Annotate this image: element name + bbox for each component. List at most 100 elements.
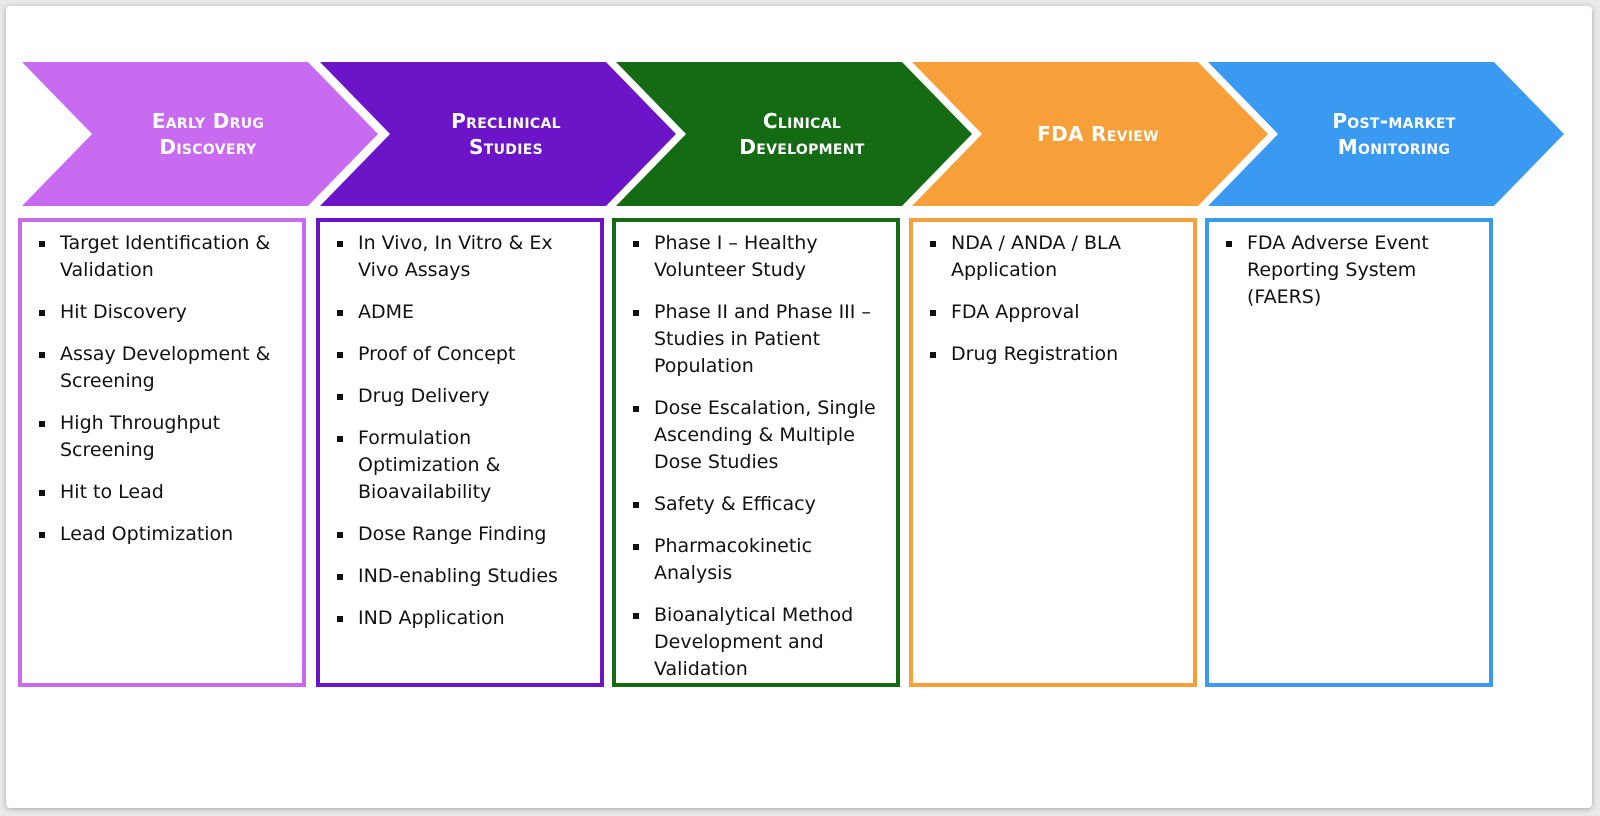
- square-bullet-icon: [337, 394, 343, 400]
- square-bullet-icon: [337, 352, 343, 358]
- chevron-post-market: [1208, 62, 1564, 206]
- list-item: Assay Development & Screening: [38, 341, 288, 395]
- stage-title-line: Preclinical: [451, 109, 561, 133]
- list-item-label: Phase II and Phase III – Studies in Pati…: [654, 301, 871, 377]
- square-bullet-icon: [633, 241, 639, 247]
- square-bullet-icon: [930, 241, 936, 247]
- list-item: Dose Range Finding: [336, 521, 586, 548]
- stage-title-line: Monitoring: [1337, 135, 1451, 159]
- stage-title-line: FDA Review: [1037, 122, 1159, 146]
- square-bullet-icon: [633, 406, 639, 412]
- list-item: High Throughput Screening: [38, 410, 288, 464]
- square-bullet-icon: [337, 310, 343, 316]
- square-bullet-icon: [930, 352, 936, 358]
- list-item-label: Lead Optimization: [60, 523, 234, 545]
- square-bullet-icon: [337, 532, 343, 538]
- list-item-label: High Throughput Screening: [60, 412, 221, 461]
- list-item: FDA Adverse Event Reporting System (FAER…: [1225, 230, 1475, 311]
- list-item-label: Safety & Efficacy: [654, 493, 816, 515]
- list-item-label: Drug Registration: [951, 343, 1119, 365]
- list-item: Phase I – Healthy Volunteer Study: [632, 230, 882, 284]
- list-item-label: FDA Adverse Event Reporting System (FAER…: [1247, 232, 1429, 308]
- list-item-label: ADME: [358, 301, 415, 323]
- list-item: Drug Delivery: [336, 383, 586, 410]
- list-item-label: Bioanalytical Method Development and Val…: [654, 604, 854, 680]
- list-item: FDA Approval: [929, 299, 1179, 326]
- list-item-label: Formulation Optimization & Bioavailabili…: [358, 427, 501, 503]
- square-bullet-icon: [39, 241, 45, 247]
- chevron-preclinical: [320, 62, 676, 206]
- list-item: Proof of Concept: [336, 341, 586, 368]
- list-item-label: Dose Range Finding: [358, 523, 547, 545]
- list-item: Bioanalytical Method Development and Val…: [632, 602, 882, 683]
- square-bullet-icon: [39, 352, 45, 358]
- stage-title-line: Clinical: [762, 109, 842, 133]
- list-item: Dose Escalation, Single Ascending & Mult…: [632, 395, 882, 476]
- list-item-label: Target Identification & Validation: [60, 232, 271, 281]
- list-item: Formulation Optimization & Bioavailabili…: [336, 425, 586, 506]
- chevron-fda-review: [912, 62, 1268, 206]
- chevron-discovery: [22, 62, 378, 206]
- list-item-label: IND-enabling Studies: [358, 565, 558, 587]
- stage-title-line: Early Drug: [151, 109, 265, 133]
- chevron-clinical: [616, 62, 972, 206]
- square-bullet-icon: [633, 310, 639, 316]
- square-bullet-icon: [337, 574, 343, 580]
- list-item-label: NDA / ANDA / BLA Application: [951, 232, 1122, 281]
- list-item-label: Hit to Lead: [60, 481, 164, 503]
- list-item: Lead Optimization: [38, 521, 288, 548]
- square-bullet-icon: [930, 310, 936, 316]
- list-item: Pharmacokinetic Analysis: [632, 533, 882, 587]
- square-bullet-icon: [337, 241, 343, 247]
- list-item-label: In Vivo, In Vitro & Ex Vivo Assays: [358, 232, 553, 281]
- square-bullet-icon: [633, 544, 639, 550]
- list-item: ADME: [336, 299, 586, 326]
- list-item-label: Drug Delivery: [358, 385, 490, 407]
- list-item: Phase II and Phase III – Studies in Pati…: [632, 299, 882, 380]
- list-item-label: Dose Escalation, Single Ascending & Mult…: [654, 397, 876, 473]
- square-bullet-icon: [39, 490, 45, 496]
- stage-title-line: Post-market: [1332, 109, 1456, 133]
- stage-title-line: Development: [739, 135, 865, 159]
- list-item-label: Phase I – Healthy Volunteer Study: [654, 232, 818, 281]
- stage-title-line: Discovery: [159, 135, 257, 159]
- list-item-label: FDA Approval: [951, 301, 1080, 323]
- square-bullet-icon: [633, 613, 639, 619]
- list-item-label: Proof of Concept: [358, 343, 516, 365]
- list-item: Drug Registration: [929, 341, 1179, 368]
- square-bullet-icon: [39, 532, 45, 538]
- square-bullet-icon: [337, 436, 343, 442]
- stage-item-list: FDA Adverse Event Reporting System (FAER…: [1209, 222, 1489, 311]
- list-item-label: Assay Development & Screening: [60, 343, 271, 392]
- list-item: In Vivo, In Vitro & Ex Vivo Assays: [336, 230, 586, 284]
- stage-title-fda-review: FDA Review: [958, 106, 1238, 162]
- process-chevrons: [22, 62, 1564, 206]
- square-bullet-icon: [1226, 241, 1232, 247]
- list-item: Hit to Lead: [38, 479, 288, 506]
- square-bullet-icon: [633, 502, 639, 508]
- list-item: IND-enabling Studies: [336, 563, 586, 590]
- list-item: Target Identification & Validation: [38, 230, 288, 284]
- stage-box-post-market: FDA Adverse Event Reporting System (FAER…: [1205, 218, 1493, 687]
- list-item: Safety & Efficacy: [632, 491, 882, 518]
- list-item: Hit Discovery: [38, 299, 288, 326]
- list-item-label: Pharmacokinetic Analysis: [654, 535, 813, 584]
- list-item-label: Hit Discovery: [60, 301, 187, 323]
- list-item: NDA / ANDA / BLA Application: [929, 230, 1179, 284]
- list-item: IND Application: [336, 605, 586, 632]
- stage-title-line: Studies: [469, 135, 543, 159]
- square-bullet-icon: [39, 310, 45, 316]
- square-bullet-icon: [39, 421, 45, 427]
- square-bullet-icon: [337, 616, 343, 622]
